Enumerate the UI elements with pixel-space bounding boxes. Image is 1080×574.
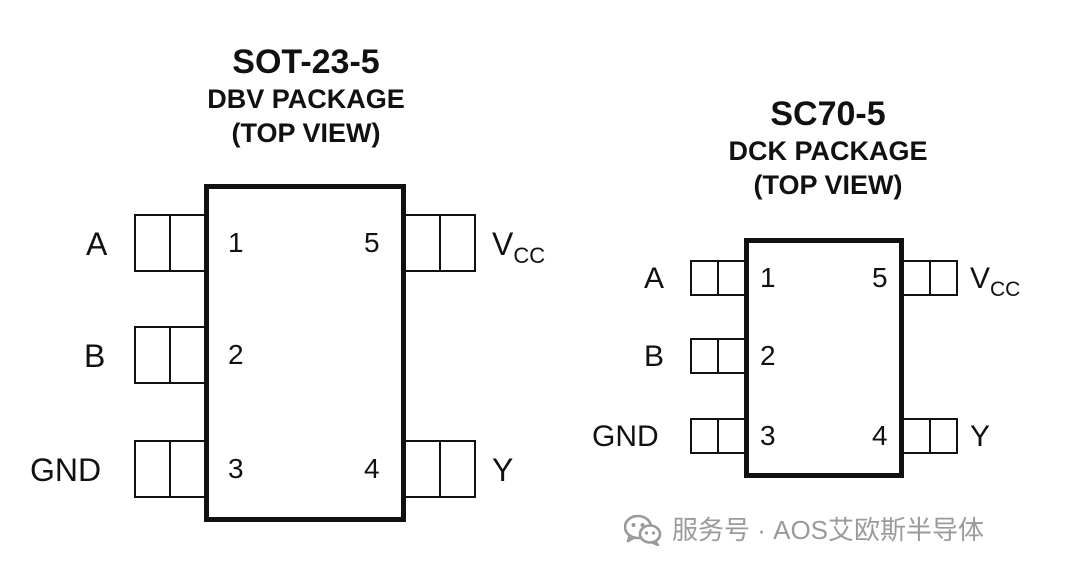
sc70-signal-vcc: VCC — [970, 263, 1020, 306]
sc70-pin-number-2: 2 — [760, 340, 776, 371]
sot23-pin-number-1: 1 — [228, 227, 244, 258]
sc70-signal-gnd: GND — [592, 420, 659, 453]
sot23-signal-vcc: VCC — [492, 228, 545, 272]
sot23-view-label: (TOP VIEW) — [231, 118, 381, 148]
wechat-icon — [624, 514, 662, 546]
sc70-pin-number-5: 5 — [872, 262, 888, 293]
sc70-signal-y: Y — [970, 420, 991, 453]
sc70-pin-number-1: 1 — [760, 262, 776, 293]
sc70-view-label: (TOP VIEW) — [753, 170, 903, 200]
sot23-signal-y: Y — [492, 452, 514, 488]
sot23-lead-5 — [404, 214, 476, 272]
sot23-pin-number-5: 5 — [364, 227, 380, 258]
sc70-lead-5 — [902, 260, 958, 296]
sc70-pin-number-3: 3 — [760, 420, 776, 451]
watermark: 服务号 · AOS艾欧斯半导体 — [624, 512, 984, 548]
sot23-lead-2 — [134, 326, 206, 384]
sot23-pin-number-3: 3 — [228, 453, 244, 484]
sot23-lead-1 — [134, 214, 206, 272]
sot23-title: SOT-23-5 — [232, 43, 380, 81]
sc70-lead-3 — [690, 418, 746, 454]
sot23-lead-3 — [134, 440, 206, 498]
sot23-pin-number-4: 4 — [364, 453, 380, 484]
sc70-signal-vcc-sub: CC — [990, 278, 1021, 301]
sot23-signal-vcc-sub: CC — [513, 243, 546, 268]
sot23-lead-4 — [404, 440, 476, 498]
sc70-signal-b: B — [644, 340, 665, 373]
sc70-signal-a: A — [644, 262, 665, 295]
sot23-pin-number-2: 2 — [228, 339, 244, 370]
sot23-package-name: DBV PACKAGE — [207, 84, 405, 114]
watermark-text: 服务号 · AOS艾欧斯半导体 — [672, 515, 985, 545]
sc70-lead-1 — [690, 260, 746, 296]
sot23-signal-b: B — [84, 338, 106, 374]
sot23-signal-vcc-main: V — [492, 226, 514, 262]
sc70-title: SC70-5 — [770, 95, 886, 133]
sot23-package-body — [204, 184, 406, 522]
sc70-package-body — [744, 238, 904, 478]
sot23-heading: SOT-23-5 DBV PACKAGE (TOP VIEW) — [207, 42, 405, 150]
sc70-package-name: DCK PACKAGE — [728, 136, 928, 166]
sc70-pin-number-4: 4 — [872, 420, 888, 451]
sc70-lead-4 — [902, 418, 958, 454]
sc70-signal-vcc-main: V — [970, 262, 991, 295]
sc70-lead-2 — [690, 338, 746, 374]
sot23-signal-a: A — [86, 226, 108, 262]
sot23-signal-gnd: GND — [30, 452, 102, 488]
sc70-heading: SC70-5 DCK PACKAGE (TOP VIEW) — [728, 94, 927, 202]
